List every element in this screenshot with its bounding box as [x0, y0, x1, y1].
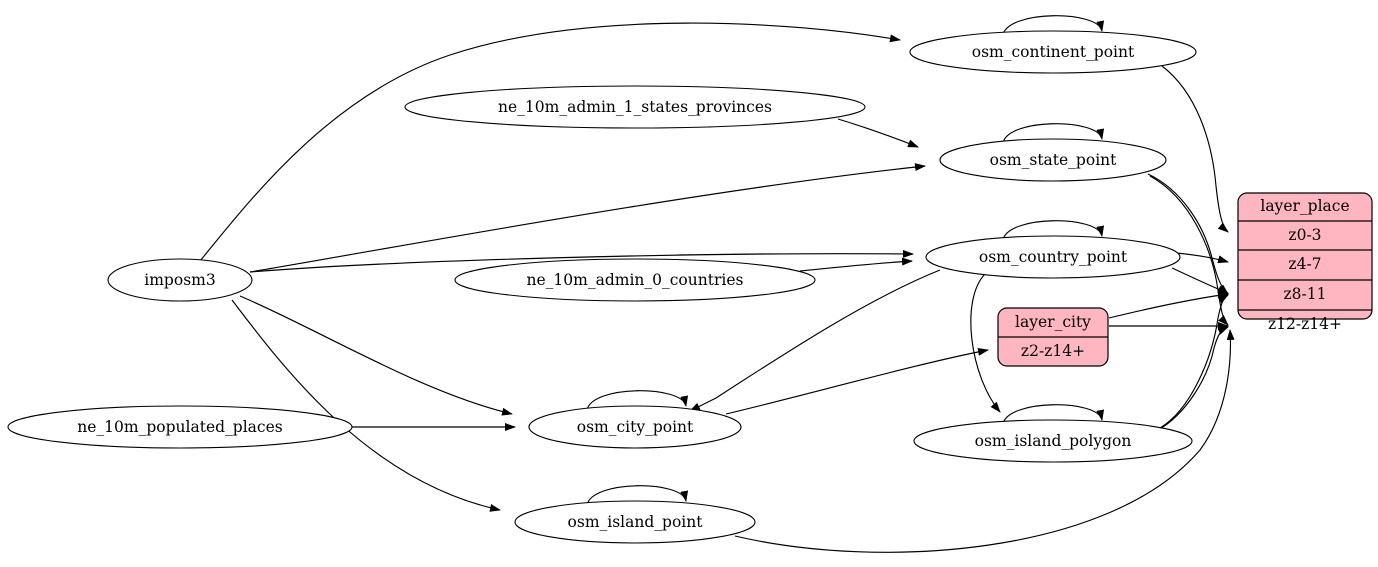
- node-label-ne_10m_populated_places: ne_10m_populated_places: [77, 418, 282, 436]
- node-osm_country_point[interactable]: osm_country_point: [925, 235, 1181, 279]
- edge-ne_10m_admin_1_states_provinces-to-osm_state_point: [837, 118, 919, 148]
- record-layer-city[interactable]: layer_city z2-z14+: [997, 307, 1109, 367]
- edge-imposm3-to-osm_continent_point: [199, 22, 901, 262]
- edge-osm_island_point-to-layer_place-z12-z14: [734, 329, 1235, 553]
- selfloop-osm_state_point: [1002, 123, 1105, 144]
- record-row-layer_place-header: layer_place: [1260, 197, 1349, 215]
- selfloop-osm_city_point: [586, 390, 689, 411]
- record-row-layer_city-z2-z14[interactable]: z2-z14+: [1021, 342, 1085, 360]
- record-row-layer_place-z0-3[interactable]: z0-3: [1288, 226, 1321, 244]
- node-osm_continent_point[interactable]: osm_continent_point: [909, 30, 1197, 74]
- edge-osm_country_point-to-layer_place-z4-7: [1175, 252, 1229, 264]
- node-label-osm_continent_point: osm_continent_point: [972, 43, 1135, 61]
- node-ne_10m_admin_0_countries[interactable]: ne_10m_admin_0_countries: [454, 258, 816, 302]
- node-label-imposm3: imposm3: [144, 271, 215, 289]
- node-label-osm_island_point: osm_island_point: [568, 513, 704, 531]
- edge-osm_country_point-to-layer_place-z8-11: [1171, 267, 1229, 294]
- edge-imposm3-to-osm_island_point: [231, 299, 501, 512]
- node-layer: imposm3 ne_10m_populated_places ne_10m_a…: [7, 30, 1197, 544]
- edge-ne_10m_admin_0_countries-to-osm_country_point: [799, 257, 913, 272]
- edge-osm_continent_point-to-layer_place-z0-3: [1161, 65, 1229, 233]
- edge-imposm3-to-osm_city_point: [239, 295, 513, 416]
- edge-imposm3-to-osm_country_point: [249, 249, 914, 273]
- node-label-ne_10m_admin_1_states_provinces: ne_10m_admin_1_states_provinces: [498, 98, 772, 116]
- node-label-osm_city_point: osm_city_point: [577, 418, 694, 436]
- node-imposm3[interactable]: imposm3: [107, 258, 253, 302]
- node-label-osm_country_point: osm_country_point: [979, 248, 1128, 266]
- record-row-layer_city-header: layer_city: [1015, 313, 1091, 331]
- record-row-layer_place-z8-11[interactable]: z8-11: [1284, 285, 1327, 303]
- node-label-osm_island_polygon: osm_island_polygon: [975, 432, 1132, 450]
- record-layer-place[interactable]: layer_place z0-3 z4-7 z8-11 z12-z14+: [1237, 192, 1373, 333]
- node-osm_island_point[interactable]: osm_island_point: [514, 500, 756, 544]
- edge-osm_island_polygon-to-layer_place-z12-z14: [1157, 326, 1229, 431]
- node-osm_island_polygon[interactable]: osm_island_polygon: [913, 419, 1193, 463]
- node-label-osm_state_point: osm_state_point: [990, 151, 1118, 169]
- edge-osm_city_point-to-layer_city-z2-z14: [725, 347, 989, 415]
- node-label-ne_10m_admin_0_countries: ne_10m_admin_0_countries: [527, 271, 744, 289]
- edge-osm_island_polygon-to-layer_place-z8-11: [1159, 294, 1229, 429]
- record-row-layer_place-z4-7[interactable]: z4-7: [1288, 255, 1321, 273]
- edge-osm_state_point-to-layer_place-z12-z14: [1149, 175, 1229, 326]
- node-ne_10m_admin_1_states_provinces[interactable]: ne_10m_admin_1_states_provinces: [404, 85, 866, 129]
- edge-osm_country_point-to-osm_island_polygon: [970, 273, 1001, 413]
- selfloop-osm_island_polygon: [1002, 404, 1105, 425]
- edge-layer_city-to-layer_place-z8-11: [1108, 291, 1229, 319]
- edge-osm_state_point-to-layer_place-z8-11: [1147, 173, 1229, 295]
- selfloop-osm_country_point: [1002, 220, 1105, 241]
- node-osm_city_point[interactable]: osm_city_point: [528, 405, 742, 449]
- edge-layer: [199, 15, 1235, 553]
- edge-osm_country_point-to-osm_city_point: [689, 269, 941, 412]
- selfloop-osm_continent_point: [1002, 15, 1105, 36]
- edge-imposm3-to-osm_state_point: [249, 163, 926, 273]
- node-osm_state_point[interactable]: osm_state_point: [939, 138, 1167, 182]
- selfloop-osm_island_point: [586, 485, 689, 506]
- node-ne_10m_populated_places[interactable]: ne_10m_populated_places: [7, 405, 353, 449]
- record-row-layer_place-z12-z14[interactable]: z12-z14+: [1268, 315, 1342, 333]
